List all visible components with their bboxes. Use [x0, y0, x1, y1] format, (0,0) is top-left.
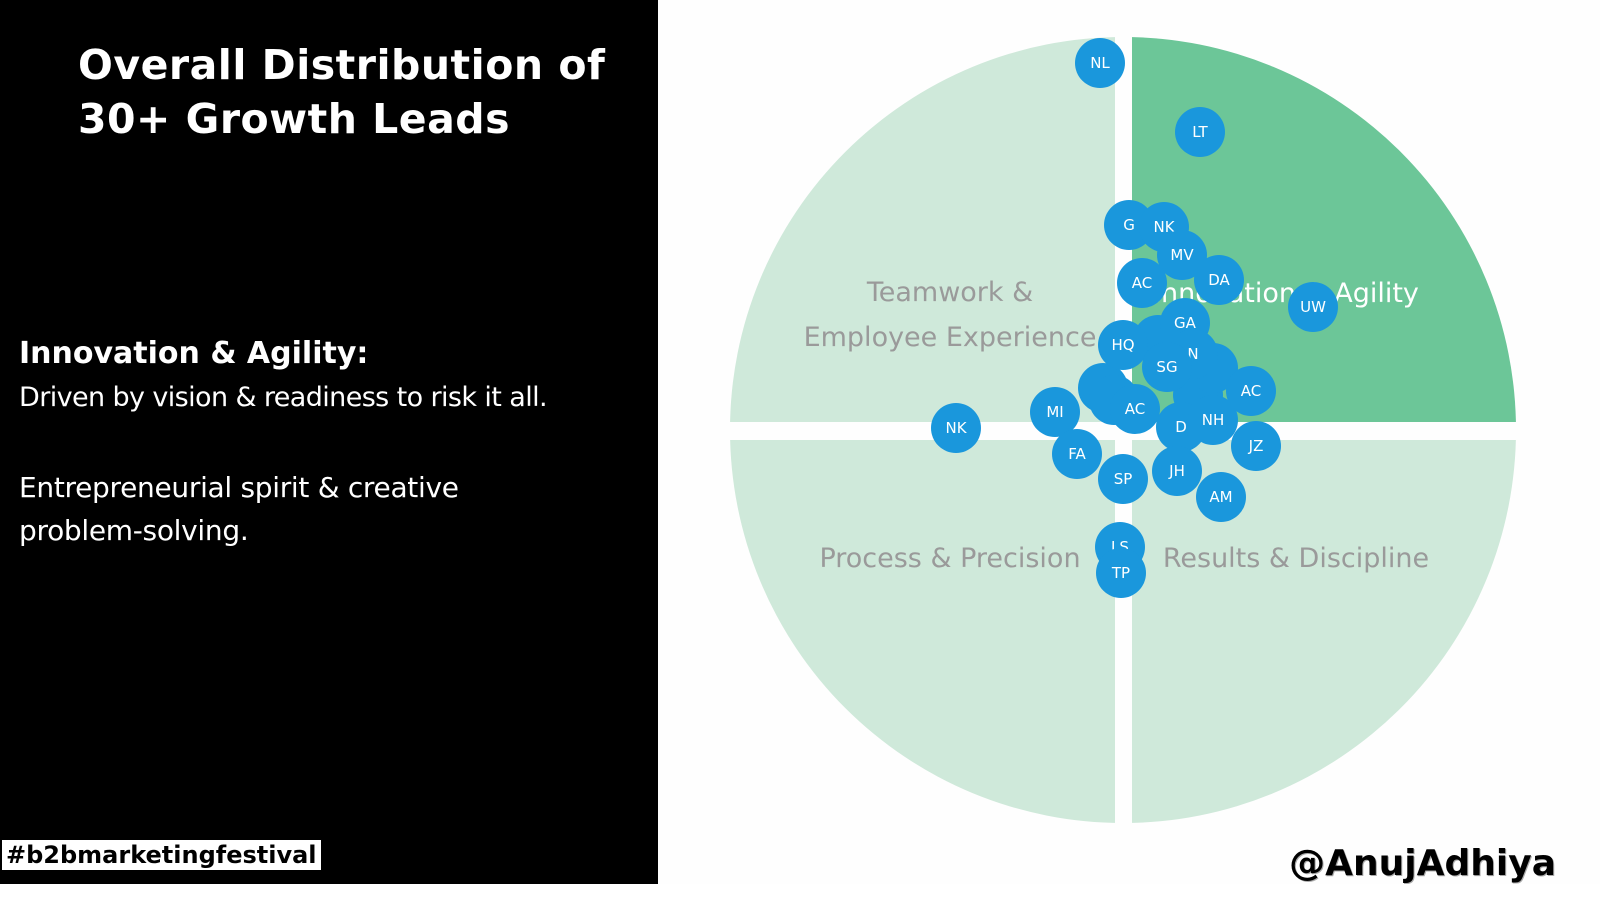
lead-bubble-label: NL: [1090, 54, 1110, 72]
lead-bubble-label: FA: [1068, 445, 1086, 463]
lead-bubble: UW: [1288, 282, 1338, 332]
lead-bubble-circle: [1196, 472, 1246, 522]
lead-bubble: MV: [1157, 230, 1207, 280]
lead-bubble: TP: [1096, 548, 1146, 598]
lead-bubble-label: AC: [1241, 382, 1261, 400]
lead-bubble: JH: [1152, 446, 1202, 496]
lead-bubble: MI: [1030, 387, 1080, 437]
lead-bubble: HQ: [1098, 320, 1148, 370]
slide-title: Overall Distribution of 30+ Growth Leads: [78, 38, 638, 146]
lead-bubble-circle: [1142, 342, 1192, 392]
lead-bubble-label: NK: [1153, 218, 1175, 236]
lead-bubble-label: JH: [1168, 462, 1185, 480]
author-handle: @AnujAdhiya: [1289, 843, 1556, 884]
lead-bubble-circle: [931, 403, 981, 453]
lead-bubble-label: HQ: [1111, 336, 1134, 354]
lead-bubble-label: AC: [1125, 400, 1145, 418]
lead-bubble-circle: [1098, 454, 1148, 504]
description-heading: Innovation & Agility:: [19, 336, 369, 371]
lead-bubble-circle: [1288, 282, 1338, 332]
lead-bubble: AM: [1196, 472, 1246, 522]
lead-bubble: AC: [1226, 366, 1276, 416]
lead-bubble-label: GA: [1174, 314, 1197, 332]
lead-bubble: NK: [931, 403, 981, 453]
description-line-2: Entrepreneurial spirit & creative proble…: [19, 471, 459, 547]
lead-bubble-circle: [1052, 429, 1102, 479]
lead-bubble-circle: [1175, 107, 1225, 157]
lead-bubble-circle: [1231, 421, 1281, 471]
lead-bubble-label: MI: [1046, 403, 1063, 421]
lead-bubble-label: MV: [1170, 246, 1194, 264]
lead-bubble-circle: [1030, 387, 1080, 437]
lead-bubble-circle: [1194, 255, 1244, 305]
lead-bubble: AC: [1117, 258, 1167, 308]
lead-bubble-label: AC: [1132, 274, 1152, 292]
lead-bubble: FA: [1052, 429, 1102, 479]
lead-bubble: SG: [1142, 342, 1192, 392]
quadrant-label-results: Results & Discipline: [1163, 543, 1429, 574]
lead-bubble-label: G: [1123, 216, 1135, 234]
lead-bubble-label: NK: [945, 419, 967, 437]
lead-bubble: NH: [1188, 395, 1238, 445]
lead-bubble-label: DA: [1208, 271, 1230, 289]
lead-bubble-label: TP: [1111, 564, 1130, 582]
lead-bubble: LT: [1175, 107, 1225, 157]
bottom-strip: [0, 884, 1600, 902]
lead-bubble-circle: [1157, 230, 1207, 280]
lead-bubble: SP: [1098, 454, 1148, 504]
quadrant-label-teamwork-line2: Employee Experience: [804, 322, 1097, 353]
lead-bubble-circle: [1152, 446, 1202, 496]
quadrant-label-teamwork-line1: Teamwork &: [866, 277, 1033, 308]
lead-bubble-label: N: [1187, 345, 1198, 363]
lead-bubbles: NL LT G NK MV DA AC UW GA HQ N SG AC AC MI NK FA D NH JZ SP J…: [931, 38, 1338, 598]
slide-title-line2: 30+ Growth Leads: [78, 95, 511, 143]
lead-bubble: DA: [1194, 255, 1244, 305]
lead-bubble-circle: [1098, 320, 1148, 370]
lead-bubble-label: SP: [1114, 470, 1133, 488]
quadrant-teamwork: [730, 37, 1115, 422]
lead-bubble-circle: [1226, 366, 1276, 416]
lead-bubble-label: SG: [1156, 358, 1177, 376]
slide-title-line1: Overall Distribution of: [78, 41, 606, 89]
quadrant-label-process: Process & Precision: [819, 543, 1080, 574]
quadrant-results: [1132, 440, 1516, 823]
lead-bubble-label: NH: [1202, 411, 1225, 429]
quadrant-process: [730, 440, 1115, 823]
event-hashtag: #b2bmarketingfestival: [2, 840, 321, 870]
lead-bubble-circle: [1188, 395, 1238, 445]
lead-bubble: AC: [1110, 384, 1160, 434]
lead-bubble-label: LT: [1192, 123, 1208, 141]
lead-bubble-circle: [1075, 38, 1125, 88]
lead-bubble-label: UW: [1300, 298, 1326, 316]
left-panel: Overall Distribution of 30+ Growth Leads…: [0, 0, 658, 884]
lead-bubble: JZ: [1231, 421, 1281, 471]
lead-bubble-circle: [1096, 548, 1146, 598]
lead-bubble-label: JZ: [1248, 437, 1264, 455]
lead-bubble-circle: [1117, 258, 1167, 308]
lead-bubble-circle: [1110, 384, 1160, 434]
lead-bubble: NL: [1075, 38, 1125, 88]
description-line-1: Driven by vision & readiness to risk it …: [19, 382, 548, 413]
lead-bubble-label: D: [1175, 418, 1187, 436]
quadrant-diagram: Teamwork & Employee Experience Innovatio…: [730, 37, 1516, 823]
lead-bubble-label: AM: [1209, 488, 1232, 506]
